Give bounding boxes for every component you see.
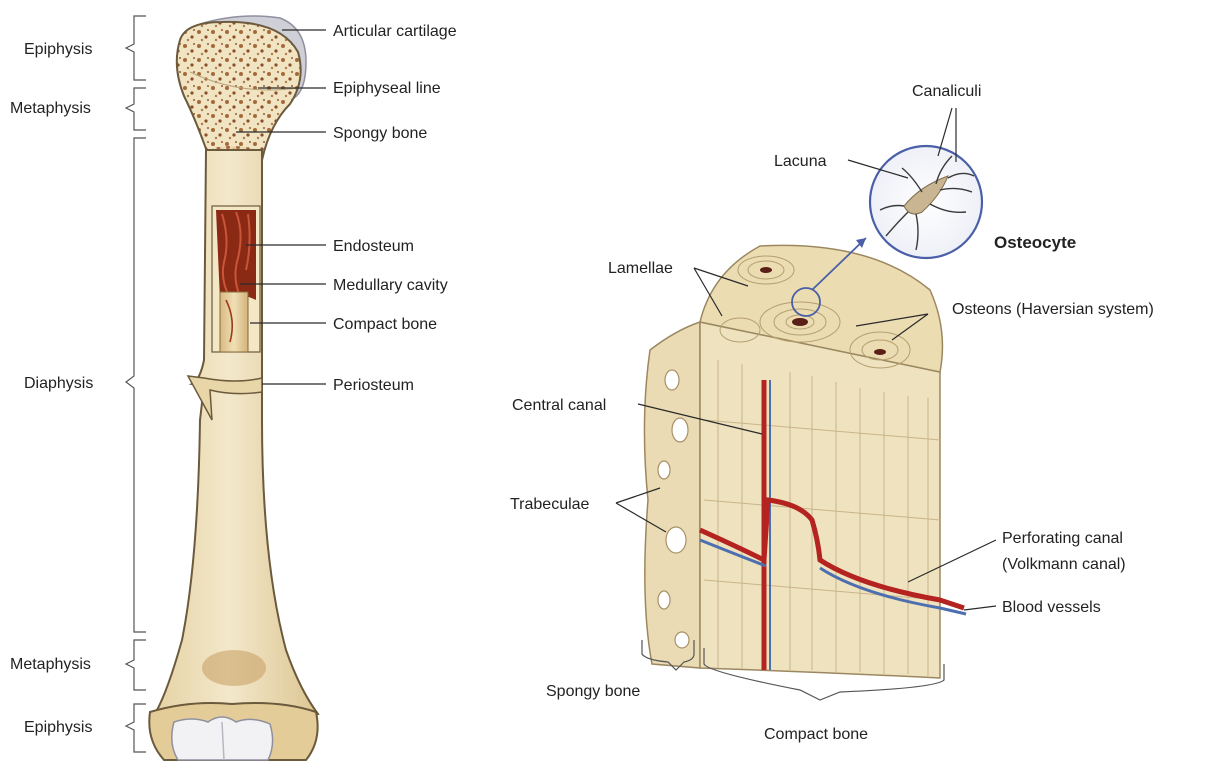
long-bone-illustration: [149, 16, 318, 760]
bone-tissue-block: [644, 245, 966, 678]
label-spongy-bone: Spongy bone: [333, 125, 427, 142]
label-periosteum: Periosteum: [333, 377, 414, 394]
label-canaliculi: Canaliculi: [912, 83, 981, 100]
label-spongy-bone-tissue: Spongy bone: [546, 683, 640, 700]
region-label-epiphysis-bottom: Epiphysis: [24, 719, 92, 736]
label-osteocyte: Osteocyte: [994, 233, 1076, 252]
region-label-epiphysis-top: Epiphysis: [24, 41, 92, 58]
region-label-diaphysis: Diaphysis: [24, 375, 93, 392]
inner-compact-cylinder-shape: [220, 292, 248, 352]
label-central-canal: Central canal: [512, 397, 606, 414]
label-medullary-cavity: Medullary cavity: [333, 277, 448, 294]
region-label-metaphysis-top: Metaphysis: [10, 100, 91, 117]
compact-bone-front-face: [700, 322, 940, 678]
label-compact-bone: Compact bone: [333, 316, 437, 333]
label-trabeculae: Trabeculae: [510, 496, 590, 513]
label-lamellae: Lamellae: [608, 260, 673, 277]
label-compact-bone-tissue: Compact bone: [764, 726, 868, 743]
label-osteons: Osteons (Haversian system): [952, 301, 1154, 318]
label-lacuna: Lacuna: [774, 153, 827, 170]
label-perforating-canal: Perforating canal: [1002, 530, 1123, 547]
region-label-metaphysis-bottom: Metaphysis: [10, 656, 91, 673]
region-braces: [126, 16, 146, 752]
label-volkmann-canal: (Volkmann canal): [1002, 556, 1126, 573]
label-articular-cartilage: Articular cartilage: [333, 23, 457, 40]
label-blood-vessels: Blood vessels: [1002, 599, 1101, 616]
label-epiphyseal-line: Epiphyseal line: [333, 80, 441, 97]
label-endosteum: Endosteum: [333, 238, 414, 255]
